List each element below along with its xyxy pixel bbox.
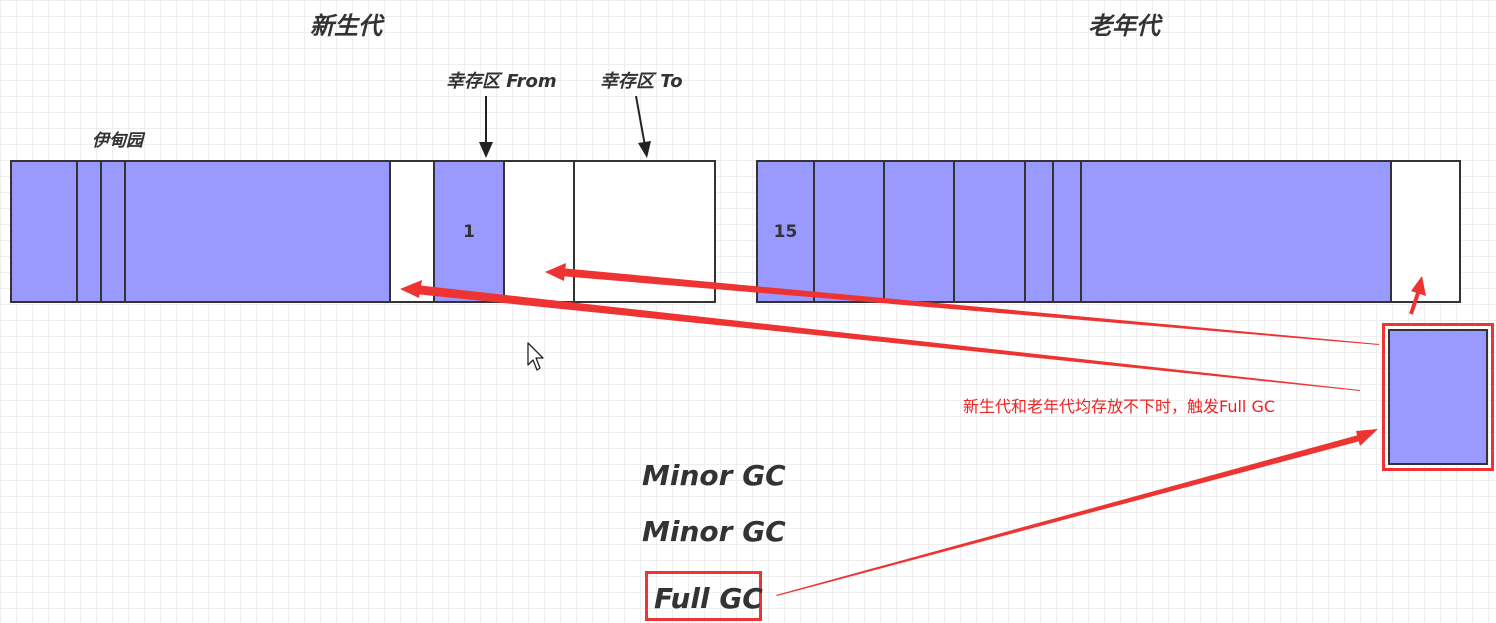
- survivor-from-pointer-arrow: [479, 96, 493, 158]
- old-gen-object: [1080, 160, 1392, 303]
- minor-gc-label-2: Minor GC: [642, 515, 786, 548]
- full-gc-annotation: 新生代和老年代均存放不下时，触发Full GC: [963, 397, 1276, 416]
- eden-object-block: [10, 160, 78, 303]
- old-gen-object: [1052, 160, 1082, 303]
- arrow-to-survivor-from: [545, 263, 1379, 345]
- arrow-to-old-gen: [1409, 276, 1426, 315]
- minor-gc-label-1: Minor GC: [642, 459, 786, 492]
- new-object-highlight: [1382, 323, 1494, 471]
- survivor-from-object: 1: [433, 160, 505, 303]
- survivor-from-object-age: 1: [463, 221, 475, 242]
- new-large-object: [1388, 329, 1488, 465]
- arrow-from-full-gc: [776, 429, 1378, 596]
- full-gc-highlight: Full GC: [645, 571, 763, 621]
- mouse-cursor-icon: [527, 342, 544, 371]
- old-gen-free-space: [1390, 160, 1461, 303]
- eden-label: 伊甸园: [92, 131, 143, 151]
- full-gc-label: Full GC: [654, 582, 763, 615]
- eden-free-space: [389, 160, 435, 303]
- young-generation-heading: 新生代: [310, 12, 382, 40]
- eden-object-block: [124, 160, 391, 303]
- old-gen-object-age: 15: [773, 221, 798, 242]
- old-generation-heading: 老年代: [1088, 12, 1160, 40]
- arrow-to-eden: [400, 280, 1360, 391]
- survivor-to-label: 幸存区 To: [600, 71, 683, 92]
- survivor-to-pointer-arrow: [635, 95, 651, 158]
- survivor-from-label: 幸存区 From: [446, 71, 557, 92]
